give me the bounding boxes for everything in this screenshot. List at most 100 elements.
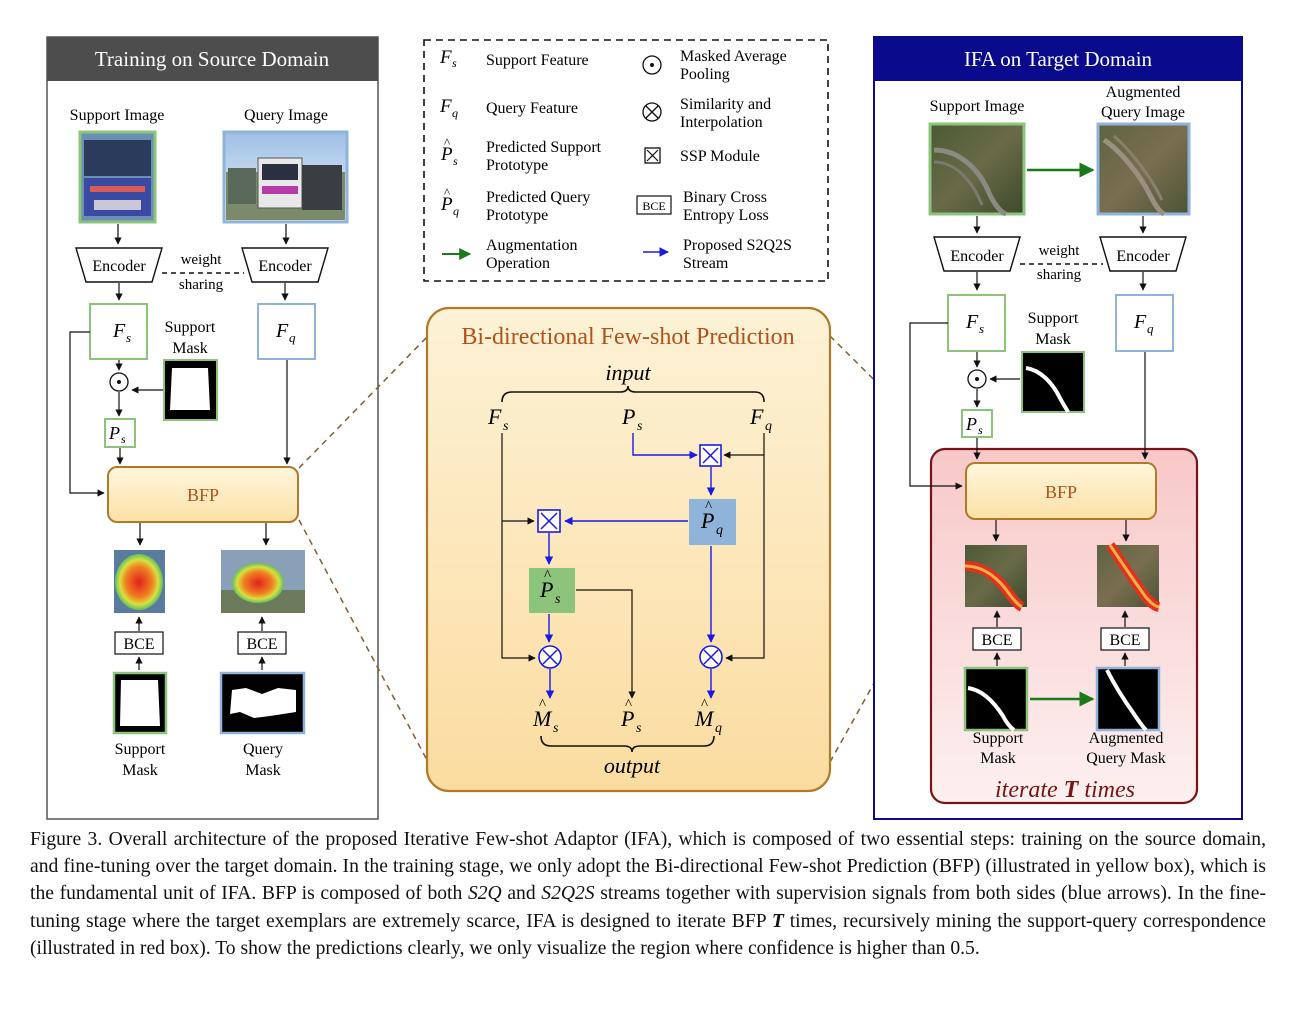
center-input-label: input [605,360,651,385]
figure-caption: Figure 3. Overall architecture of the pr… [30,829,1266,959]
legend-pq-hat-sub: q [453,204,459,218]
legend-fs-symbol: F [439,47,452,68]
right-support-image [928,122,1026,217]
left-support-mask-image [163,359,218,421]
right-fs-box [947,294,1006,352]
right-bottom-query-label-2: Query Mask [1086,750,1166,767]
center-out-ps-hat-mark: ^ [625,697,632,713]
center-pq-hat-mark: ^ [705,499,712,515]
legend-ps-hat-symbol: P [440,144,453,165]
right-support-mask-image [1021,351,1085,413]
right-query-encoder [1099,236,1187,272]
left-ps-box [104,418,136,448]
right-ps-box [961,409,993,438]
left-query-encoder [241,247,329,283]
left-query-image [222,130,349,224]
center-ps-hat-sub: s [555,592,561,607]
center-input-brace [501,385,765,403]
center-ms-hat-mark: ^ [539,697,546,713]
legend-pq-hat-text-1: Predicted Query [486,189,590,206]
center-panel-title: Bi-directional Few-shot Prediction [461,324,794,350]
center-fs: F [487,404,502,429]
legend-aug-text-1: Augmentation [486,237,578,254]
center-fs-sub: s [503,419,509,434]
center-ps-sub: s [637,419,643,434]
left-bfp-box [107,466,299,523]
legend-bce-text-2: Entropy Loss [683,207,769,224]
legend-ps-hat-text-2: Prototype [486,157,548,174]
left-bce-support [114,631,164,655]
left-bottom-query-mask [219,671,306,735]
legend-sim-text-2: Interpolation [680,114,763,131]
right-ps-sub: s [978,423,983,437]
right-fq-box [1115,294,1174,352]
right-weight-sharing-1: weight [1039,243,1081,259]
right-bottom-support-label-1: Support [973,730,1024,747]
left-weight-sharing-1: weight [181,252,223,268]
legend-pq-hat-mark: ^ [444,185,450,200]
center-panel: Bi-directional Few-shot Prediction input… [425,306,832,793]
right-bce-support-label: BCE [981,632,1012,649]
right-bottom-aug-query-mask [1095,666,1161,732]
legend-fs-sub: s [452,56,457,70]
left-bottom-query-label-1: Query [243,741,283,758]
center-output-label: output [604,753,661,778]
right-support-encoder-label: Encoder [950,248,1004,265]
left-fs-sub: s [126,330,131,345]
left-bottom-support-label-2: Mask [122,762,158,779]
center-mq-hat-sub: q [715,721,722,736]
right-bottom-support-mask [963,666,1029,732]
legend-map-text-1: Masked Average [680,48,787,65]
center-fq-sub: q [765,419,772,434]
center-pq-hat: P [700,508,714,533]
legend-sim-text-1: Similarity and [680,96,771,113]
center-sim-right-icon [699,645,723,669]
right-query-prediction [1097,542,1161,612]
left-panel-title: Training on Source Domain [95,47,330,71]
left-fs-label: F [112,320,126,342]
center-ps-hat-box [529,568,575,613]
left-bfp-label: BFP [187,485,219,505]
right-bce-support [972,627,1022,651]
left-fq-sub: q [289,330,296,345]
right-bce-query [1100,627,1150,651]
center-ssp-left-icon [537,509,561,533]
center-out-ps-hat-sub: s [636,721,642,736]
legend-ssp-text: SSP Module [680,148,760,165]
left-bottom-query-label-2: Mask [245,762,281,779]
left-support-image [78,130,157,224]
right-support-mask-label-2: Mask [1035,331,1071,348]
legend-bce-text-1: Binary Cross [683,189,767,206]
legend-aug-text-2: Operation [486,255,550,272]
legend-fs-text: Support Feature [486,52,589,69]
right-bfp-label: BFP [1045,482,1077,502]
legend-fq-sub: q [452,106,458,120]
left-bce-query-label: BCE [246,636,277,653]
center-ps: P [621,404,635,429]
left-bce-query [237,631,287,655]
left-query-image-label: Query Image [244,107,328,124]
left-ps-label: P [108,423,120,443]
center-output-brace [540,735,715,753]
left-ps-sub: s [121,432,126,446]
left-support-mask-label-2: Mask [172,340,208,357]
right-panel-title: IFA on Target Domain [964,47,1153,71]
legend-pq-hat-symbol: P [440,194,453,215]
right-aug-query-image [1096,122,1191,217]
legend-ps-hat-sub: s [453,154,458,168]
left-query-prediction [221,550,305,613]
center-ssp-top-icon [699,444,722,467]
center-sim-left-icon [538,645,562,669]
legend: F s Support Feature F q Query Feature P … [423,39,829,282]
center-mq-hat-mark: ^ [701,697,708,713]
legend-fq-symbol: F [439,96,452,117]
bce-icon [636,195,672,215]
right-bfp-box [965,462,1157,520]
right-fq-label: F [1133,311,1147,333]
right-weight-sharing-2: sharing [1037,267,1082,283]
architecture-figure: Training on Source Domain Support Image … [46,36,1243,820]
center-ms-hat-sub: s [553,721,559,736]
left-support-image-label: Support Image [70,107,165,124]
right-support-mask-label-1: Support [1028,310,1079,327]
left-support-prediction [114,550,165,613]
